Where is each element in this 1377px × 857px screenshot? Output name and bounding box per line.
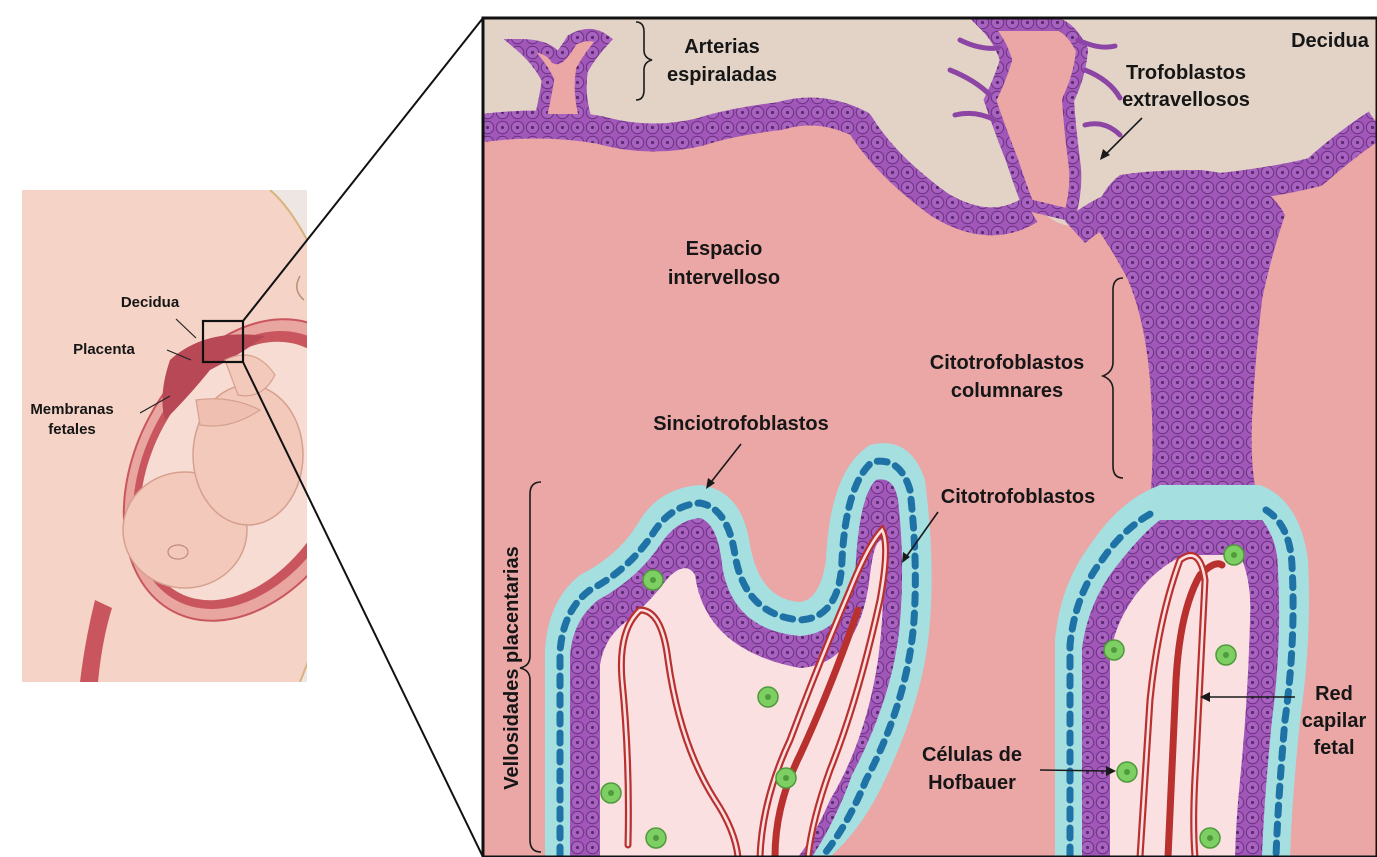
- label-placental-villi: Vellosidades placentarias: [501, 546, 523, 789]
- label-spiral-arteries-line1: Arterias: [684, 36, 760, 58]
- zoom-line-top: [243, 18, 483, 321]
- label-hofbauer-line2: Hofbauer: [928, 772, 1016, 794]
- inset-label-placenta: Placenta: [73, 341, 135, 358]
- label-intervillous-line1: Espacio: [686, 238, 763, 260]
- label-capillary-line1: Red: [1315, 683, 1353, 705]
- label-capillary-line3: fetal: [1313, 737, 1354, 759]
- label-columnar-line1: Citotrofoblastos: [930, 352, 1084, 374]
- inset-label-membranes-line1: Membranas: [30, 401, 113, 418]
- inset-label-membranes-line2: fetales: [48, 421, 96, 438]
- label-spiral-arteries-line2: espiraladas: [667, 64, 777, 86]
- label-extravillous-line2: extravellosos: [1122, 89, 1250, 111]
- label-cytotrophoblasts: Citotrofoblastos: [941, 486, 1095, 508]
- label-capillary-line2: capilar: [1302, 710, 1367, 732]
- label-decidua: Decidua: [1291, 30, 1370, 52]
- label-syncytiotrophoblasts: Sinciotrofoblastos: [653, 413, 829, 435]
- label-intervillous-line2: intervelloso: [668, 267, 780, 289]
- label-hofbauer-line1: Células de: [922, 744, 1022, 766]
- detail-panel: [483, 18, 1377, 857]
- label-extravillous-line1: Trofoblastos: [1126, 62, 1246, 84]
- inset-label-decidua: Decidua: [121, 294, 180, 311]
- label-columnar-line2: columnares: [951, 380, 1063, 402]
